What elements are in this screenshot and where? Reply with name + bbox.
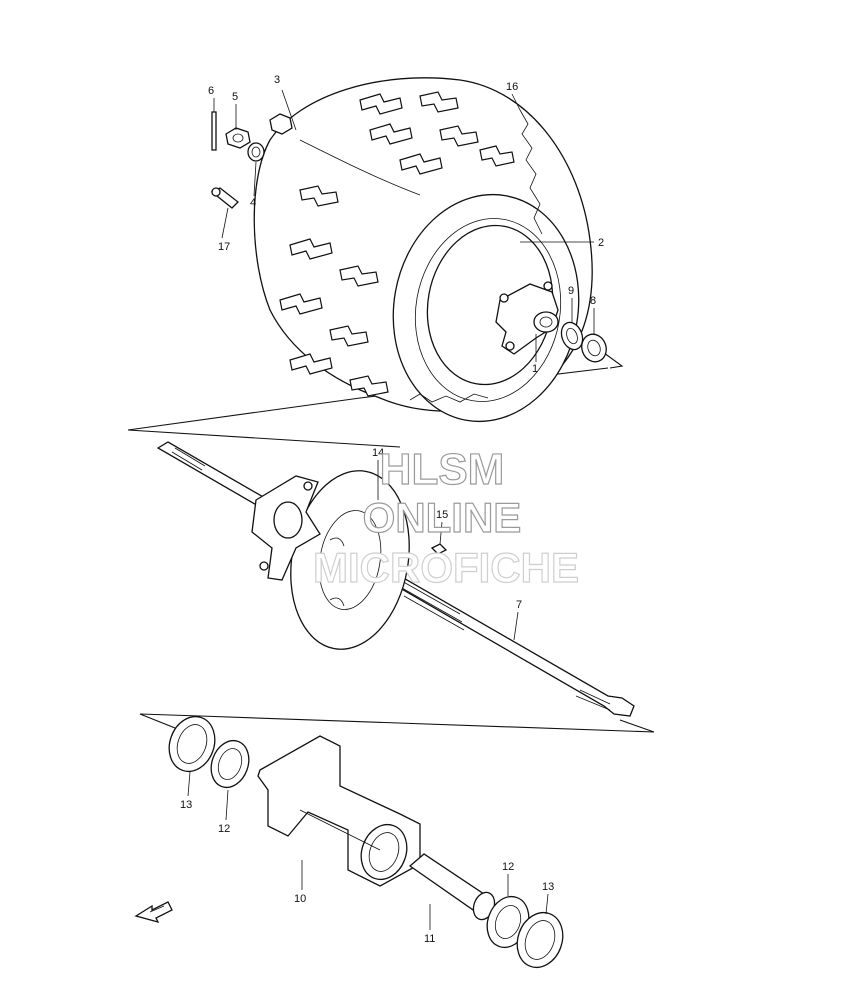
brake-disc — [290, 470, 410, 650]
castle-nut — [225, 127, 251, 149]
wheel-hub — [495, 281, 559, 355]
callout-4: 4 — [250, 197, 256, 209]
bolt-15 — [430, 543, 448, 555]
leader-lines — [187, 89, 595, 930]
callout-13-right: 13 — [542, 881, 554, 893]
seal-13-left — [168, 715, 216, 773]
axle-hub-flange — [251, 475, 321, 581]
callout-6: 6 — [208, 85, 214, 97]
callout-15: 15 — [436, 509, 448, 521]
fwd-arrow-icon — [134, 901, 173, 924]
callout-3: 3 — [274, 74, 280, 86]
callout-9: 9 — [568, 285, 574, 297]
spacer-tube-11 — [408, 853, 496, 921]
spacer-8 — [581, 333, 607, 363]
cotter-pin — [211, 111, 217, 151]
wheel-stud-17 — [210, 187, 239, 209]
tire — [253, 77, 593, 423]
callout-labels: 6 5 3 16 4 17 2 9 8 1 14 15 7 13 12 10 1… — [180, 74, 604, 945]
watermark-line-2: ONLINE — [363, 494, 522, 541]
callout-2: 2 — [598, 237, 604, 249]
section-divider-bottom — [139, 713, 655, 743]
washer-4 — [247, 142, 265, 162]
axle-housing-10 — [257, 735, 421, 887]
callout-11: 11 — [424, 933, 435, 945]
wheel-nut-3 — [269, 113, 293, 135]
callout-17: 17 — [218, 241, 230, 253]
callout-16: 16 — [506, 81, 518, 93]
callout-12-right: 12 — [502, 861, 514, 873]
callout-5: 5 — [232, 91, 238, 103]
callout-7: 7 — [516, 599, 522, 611]
callout-14: 14 — [372, 447, 384, 459]
callout-1: 1 — [532, 363, 538, 375]
seal-9 — [560, 321, 584, 351]
callout-12-left: 12 — [218, 823, 230, 835]
callout-8: 8 — [590, 295, 596, 307]
watermark-line-3: MICROFICHE — [313, 544, 579, 591]
callout-13-left: 13 — [180, 799, 192, 811]
watermark-line-1: HLSM — [380, 445, 505, 494]
callout-10: 10 — [294, 893, 306, 905]
watermark: HLSM ONLINE MICROFICHE — [312, 444, 579, 591]
seal-13-right — [516, 911, 564, 969]
bearing-12-left — [210, 739, 250, 789]
